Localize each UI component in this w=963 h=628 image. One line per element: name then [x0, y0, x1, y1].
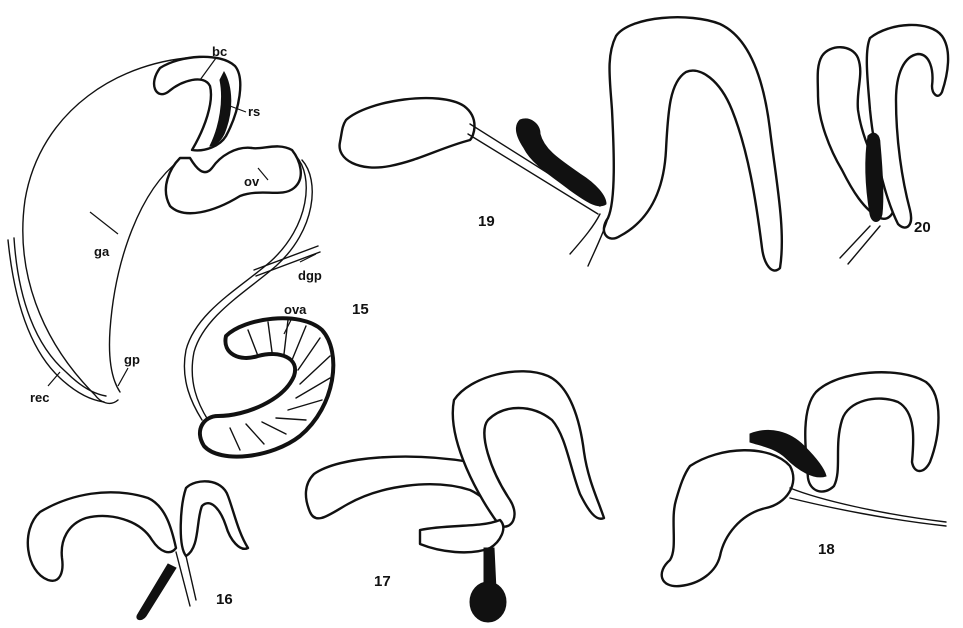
- fig18-duct: [790, 488, 946, 522]
- label-gp: gp: [124, 352, 140, 367]
- label-rs: rs: [248, 104, 260, 119]
- fig18-bursa: [662, 450, 794, 586]
- fig18-duct-2: [790, 498, 946, 526]
- label-ova: ova: [284, 302, 307, 317]
- rectum: [8, 240, 104, 402]
- figure-number-20: 20: [914, 219, 931, 236]
- fig16-receptaculum: [137, 564, 176, 620]
- fig19-bursa: [340, 98, 475, 167]
- fig19-loop: [604, 17, 782, 270]
- fig16-duct: [176, 552, 190, 606]
- fig20-duct: [840, 226, 870, 258]
- leader-gp: [118, 368, 128, 386]
- fig17-loop: [453, 371, 604, 526]
- oviduct: [166, 146, 301, 213]
- figure-number-19: 19: [478, 213, 495, 230]
- figure-19: 19: [340, 17, 782, 270]
- fig19-base-duct-2: [588, 218, 608, 266]
- figure-number-18: 18: [818, 541, 835, 558]
- label-ga: ga: [94, 244, 110, 259]
- label-rec: rec: [30, 390, 50, 405]
- figure-number-17: 17: [374, 573, 391, 590]
- fig17-receptaculum: [470, 582, 506, 622]
- figure-16: 16: [28, 481, 248, 619]
- label-bc: bc: [212, 44, 227, 59]
- label-ov: ov: [244, 174, 260, 189]
- figure-15: bc rs ov ga dgp ova gp rec 15: [8, 44, 369, 457]
- fig16-loop: [181, 481, 248, 556]
- figure-17: 17: [306, 371, 604, 622]
- leader-ga: [90, 212, 118, 234]
- leader-rec: [48, 372, 60, 386]
- figure-number-16: 16: [216, 591, 233, 608]
- fig16-duct-2: [186, 556, 196, 600]
- figure-18: 18: [662, 372, 946, 586]
- figure-number-15: 15: [352, 301, 369, 318]
- figure-20: 20: [818, 25, 948, 264]
- label-dgp: dgp: [298, 268, 322, 283]
- fig16-bursa: [28, 492, 176, 580]
- gut-outline: [23, 57, 200, 403]
